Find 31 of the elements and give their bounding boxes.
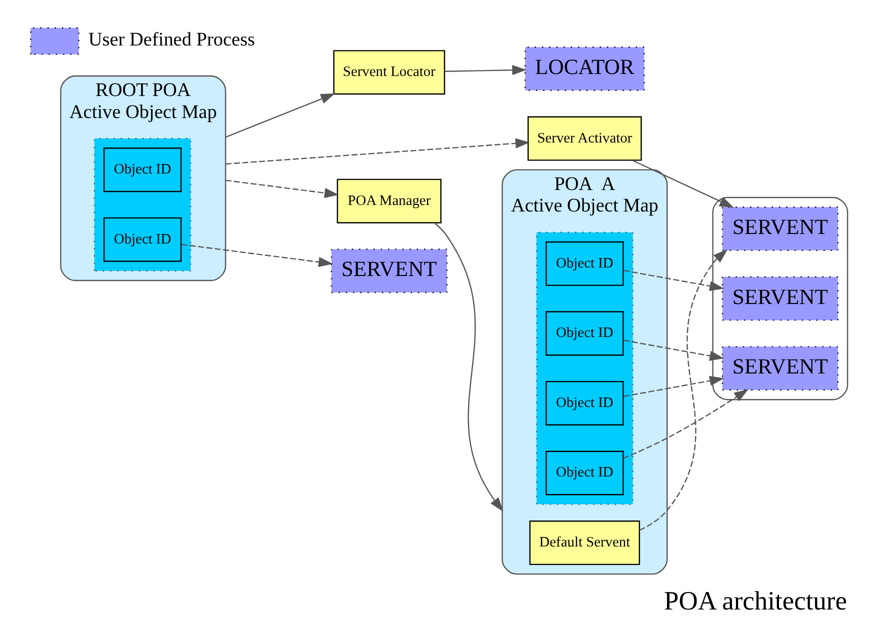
node-box: Object ID <box>545 450 624 496</box>
node-box: Server Activator <box>527 116 642 161</box>
legend-label: User Defined Process <box>88 30 255 51</box>
node-box: Default Servent <box>528 520 640 566</box>
arrow <box>622 389 748 459</box>
node-box: SERVENT <box>721 206 838 252</box>
node-box: Object ID <box>545 380 624 426</box>
caption: POA architecture <box>664 586 846 616</box>
cluster <box>535 232 633 505</box>
node-box: Object ID <box>545 241 624 286</box>
arrow <box>622 376 724 397</box>
arrow <box>433 222 503 512</box>
arrow <box>224 93 335 138</box>
node-box: Object ID <box>102 217 182 262</box>
node-box: SERVENT <box>721 276 838 321</box>
arrow <box>622 340 724 361</box>
node-box: SERVENT <box>721 346 838 391</box>
arrow <box>444 65 526 76</box>
node-box: SERVENT <box>330 248 448 294</box>
cluster <box>93 138 191 272</box>
arrow <box>180 244 333 268</box>
node-box: Servent Locator <box>332 50 445 95</box>
node-box: LOCATOR <box>524 46 644 92</box>
arrow <box>622 270 724 292</box>
node-box: Object ID <box>102 148 182 192</box>
arrow <box>638 249 728 531</box>
node-box: Object ID <box>545 311 624 356</box>
arrow <box>224 180 338 198</box>
arrow <box>225 138 530 165</box>
arrow <box>632 160 734 208</box>
node-box: POA Manager <box>336 178 442 224</box>
